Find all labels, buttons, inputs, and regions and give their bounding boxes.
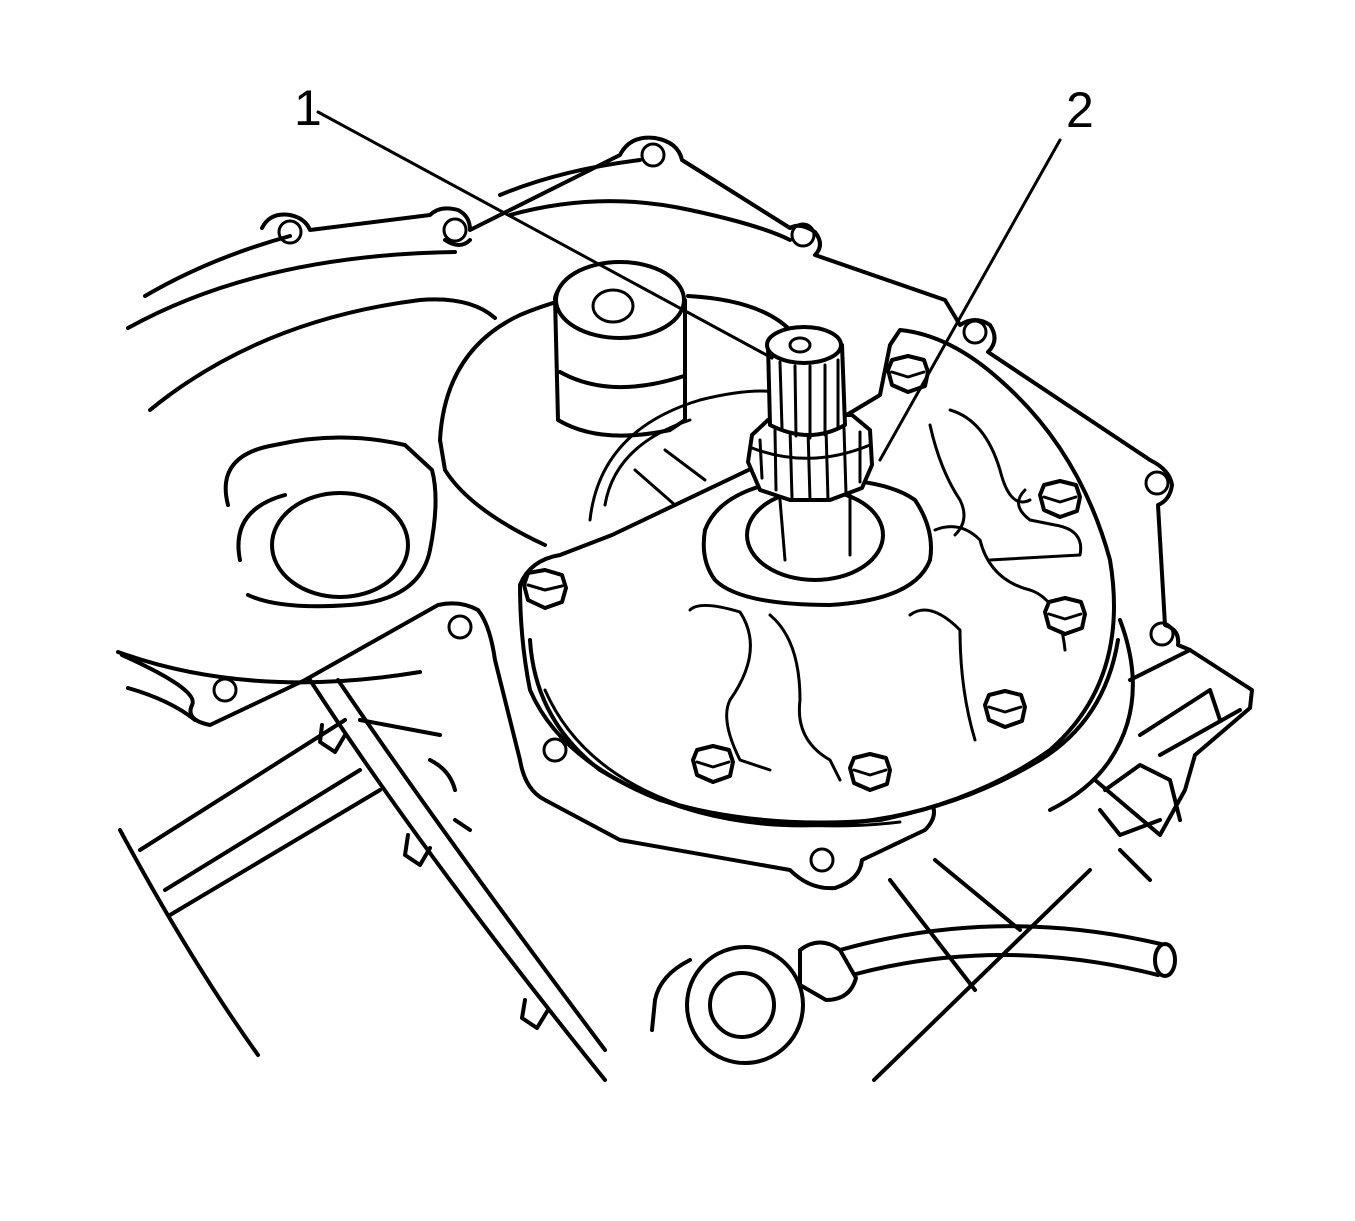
- bolt: [848, 752, 892, 792]
- leader-line-2: [878, 138, 1062, 462]
- leader-line-1: [316, 110, 774, 360]
- bolt: [1043, 596, 1087, 636]
- pump-shaft-gear: [746, 325, 874, 502]
- bolt: [1038, 479, 1082, 519]
- callout-label-2: 2: [1066, 82, 1094, 138]
- case-flange: [120, 135, 1254, 891]
- bolt: [522, 568, 568, 610]
- pump-assembly: [518, 328, 1120, 828]
- wire-harness: [650, 924, 1177, 1065]
- right-bracket: [1048, 618, 1242, 882]
- case-housing: [116, 158, 1092, 1082]
- callout-label-1: 1: [294, 80, 322, 136]
- bolt: [983, 689, 1027, 729]
- pump-bolts: [522, 354, 1087, 792]
- leader-lines: [316, 110, 1062, 462]
- bolt: [691, 744, 735, 784]
- case-tabs: [318, 718, 550, 1030]
- cylinder-plug: [553, 260, 687, 438]
- bore-opening: [223, 435, 438, 609]
